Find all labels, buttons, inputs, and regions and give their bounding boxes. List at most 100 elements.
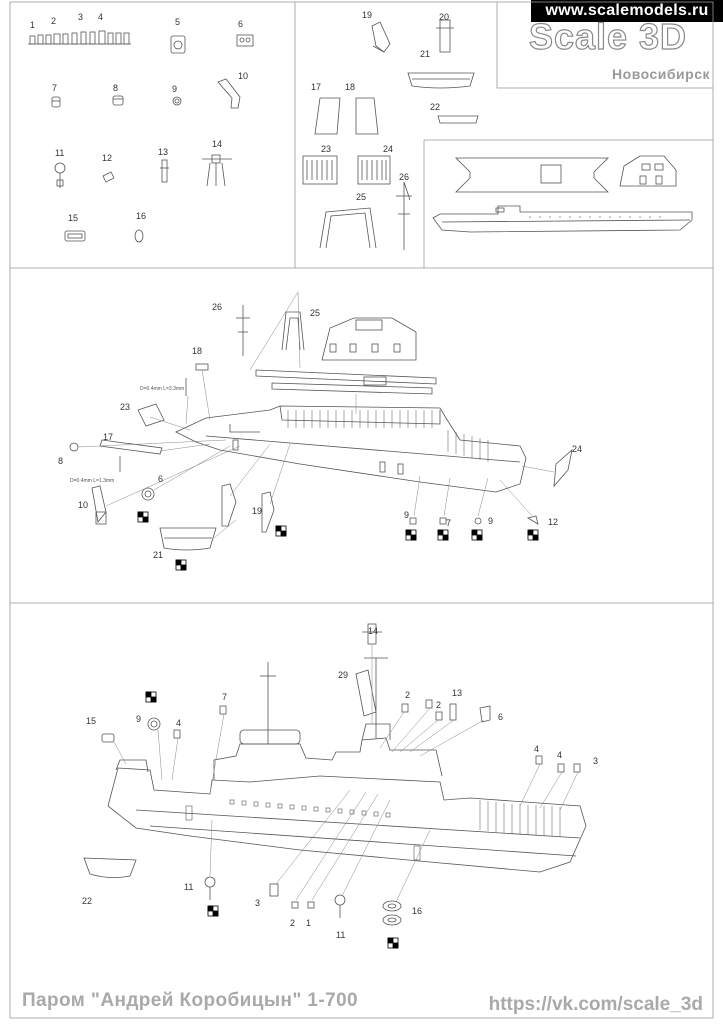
part-label: 18 [192,346,203,356]
part-label: 12 [548,517,559,527]
marker-symbols [137,511,539,949]
part-label: 9 [136,714,142,724]
step1-hull-doors [232,439,404,475]
step2-deck-grating [479,800,561,837]
part-14-crossmast [202,154,232,187]
part-label: 5 [175,17,181,27]
part-21-boat [407,72,475,89]
step1-parts [69,363,573,551]
part-label: 10 [238,71,249,81]
part-12 [102,171,115,183]
part-label: 16 [136,211,147,221]
step2-superstructure [115,657,443,780]
step1-frame-25 [281,311,305,351]
part-label: 11 [184,882,194,892]
step1-hull-grating [287,410,489,462]
part-label: 13 [158,147,169,157]
part-label: 26 [212,302,223,312]
rod-note: D=0.4mm L=1.3mm [70,478,115,484]
step1-mast-26 [236,305,250,356]
part-16-ring [134,229,144,243]
part-label: 7 [222,692,228,702]
watermark: www.scalemodels.ru [531,0,723,22]
part-8 [112,95,124,106]
part-label: 3 [593,756,599,766]
part-label: 23 [321,144,332,154]
part-label: 7 [52,83,58,93]
part-label: 2 [405,690,411,700]
part-label: 11 [55,148,65,158]
step1-guide-lines [249,291,357,414]
part-label: 3 [78,12,84,22]
part-label: 24 [383,144,394,154]
part-7 [51,96,61,108]
part-label: 21 [420,49,431,59]
part-9-ring [172,96,182,106]
part-label: 6 [498,712,504,722]
step1-deck-frame [255,369,437,395]
part-label: 7 [446,518,452,528]
step2-parts [83,623,581,926]
part-label: 16 [412,906,423,916]
part-label: 22 [82,896,93,906]
part-label: 20 [439,12,450,22]
brand-logo: Scale 3D [528,15,688,57]
part-24-grate [357,155,391,185]
part-label: 12 [102,153,113,163]
hull-part-profile [432,205,693,233]
step2-windows [185,799,421,861]
part-label: 2 [436,700,442,710]
part-label: 25 [356,192,367,202]
part-label: 9 [404,510,410,520]
step1-leader-lines [77,369,555,539]
step2-hull [107,767,587,873]
part-label: 4 [534,744,540,754]
part-label: 1 [30,20,36,30]
part-label: 18 [345,82,356,92]
part-23-grate [302,155,338,185]
part-17-panel [314,97,341,135]
part-label: 2 [51,16,57,26]
part-label: 8 [58,456,64,466]
part-label: 17 [103,432,114,442]
part-26-mast [396,181,412,250]
part-label: 15 [86,716,97,726]
part-label: 4 [176,718,182,728]
part-label: 9 [488,516,494,526]
part-18-panel [355,97,379,135]
part-6-block [236,34,254,47]
part-10-davit [217,78,241,109]
deck-frame-part [455,157,609,193]
part-label: 19 [362,10,373,20]
part-label: 6 [158,474,164,484]
part-20-mast [436,19,454,53]
rod-note: D=0.4mm L=3.3mm [140,386,185,392]
part-15 [64,230,86,242]
part-22-boat [437,115,479,124]
part-5-box [170,35,186,54]
part-label: 29 [338,670,349,680]
bridge-part [619,155,677,187]
part-label: 2 [290,918,296,928]
part-label: 13 [452,688,463,698]
part-label: 25 [310,308,321,318]
part-label: 9 [172,84,178,94]
part-label: 10 [78,500,89,510]
part-label: 15 [68,213,79,223]
part-label: 17 [311,82,322,92]
part-label: 8 [113,83,119,93]
step1-hull [175,405,527,493]
part-label: 24 [572,444,583,454]
part-label: 6 [238,19,244,29]
footer-title: Паром "Андрей Коробицын" 1-700 [22,990,359,1011]
hull-part-portholes [529,216,661,218]
part-label: 11 [336,930,346,940]
part-label: 14 [212,139,223,149]
part-label: 3 [255,898,261,908]
part-label: 4 [98,12,104,22]
brand-city: Новосибирск [612,66,710,82]
panel-borders [9,1,714,1019]
part-label: 14 [368,626,379,636]
